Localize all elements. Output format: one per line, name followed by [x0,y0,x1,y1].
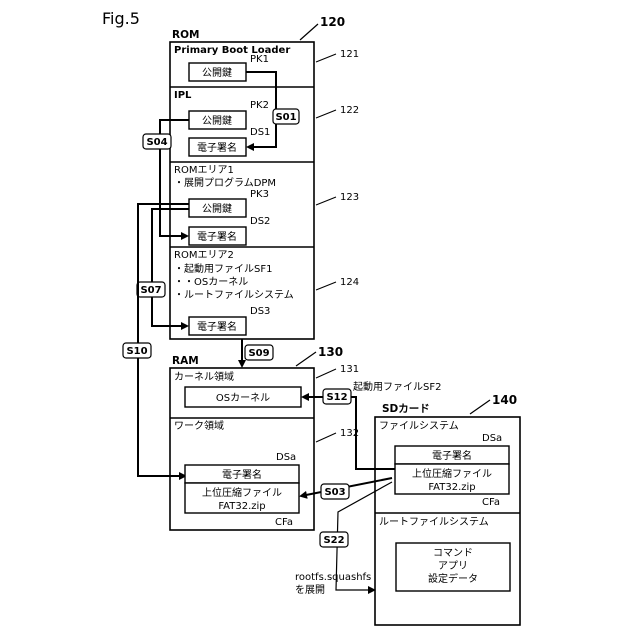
sd-file-line2: FAT32.zip [428,482,475,493]
step-s07: S07 [137,282,165,297]
step-s12: S12 [323,389,351,404]
svg-text:S22: S22 [323,535,344,546]
sd-ref: 140 [492,393,517,407]
arrow-s10 [138,204,189,476]
os-kernel-label: OSカーネル [216,392,270,404]
sd-cfa-tag: CFa [482,497,500,508]
boot-file-sf2-label: 起動用ファイルSF2 [353,380,441,393]
rom-ref-callout: 120 [300,15,345,40]
svg-text:S03: S03 [324,487,345,498]
rom-ref: 120 [320,15,345,29]
svg-text:S10: S10 [126,346,147,357]
step-s04: S04 [143,134,171,149]
step-s09: S09 [245,345,273,360]
sd-title: SDカード [382,403,430,415]
kernel-area-ref: 131 [340,364,359,375]
rom-area2-ref: 124 [340,277,359,288]
sd-dsa-tag: DSa [482,433,502,444]
rootfs-line2: アプリ [438,560,468,572]
rootfs-expand-line2: を展開 [295,584,325,596]
kernel-area-title: カーネル領域 [174,370,234,383]
ipl-title: IPL [174,90,192,101]
pbl-title: Primary Boot Loader [174,45,290,56]
rom-area2-title: ROMエリア2 [174,250,234,261]
ds1-tag: DS1 [250,127,270,138]
svg-text:S12: S12 [326,392,347,403]
rom-area1-title: ROMエリア1 [174,165,234,176]
rom-area1-ref: 123 [340,192,359,203]
rom-area1-line1: ・展開プログラムDPM [174,176,276,189]
ipl-signature: 電子署名 [197,141,237,154]
ram-title: RAM [172,355,199,367]
sd-file-line1: 上位圧縮ファイル [412,467,492,480]
ram-dsa-tag: DSa [276,452,296,463]
work-area-title: ワーク領域 [174,419,224,432]
rom-area2-signature: 電子署名 [197,320,237,333]
sd-ref-callout: 140 [470,393,517,414]
rom-area2-line3: ・ルートファイルシステム [174,289,294,301]
ipl-ref: 122 [340,105,359,116]
rom-title: ROM [172,29,199,41]
pk1-tag: PK1 [250,54,269,65]
ipl-public-key: 公開鍵 [202,114,232,127]
sd-rootfs-title: ルートファイルシステム [379,516,489,528]
rom-area2-line1: ・起動用ファイルSF1 [174,262,272,275]
ram-file-line1: 上位圧縮ファイル [202,486,282,499]
step-s03: S03 [321,484,349,499]
svg-text:S09: S09 [248,348,269,359]
svg-text:S01: S01 [275,112,296,123]
rootfs-expand-line1: rootfs.squashfs [295,572,371,583]
ram-ref: 130 [318,345,343,359]
ds3-tag: DS3 [250,306,270,317]
rom-area1-public-key: 公開鍵 [202,202,232,215]
pbl-public-key: 公開鍵 [202,66,232,79]
svg-text:S04: S04 [146,137,167,148]
ds2-tag: DS2 [250,216,270,227]
sd-signature: 電子署名 [432,449,472,462]
step-s10: S10 [123,343,151,358]
sd-fs-title: ファイルシステム [379,420,459,432]
ram-file-line2: FAT32.zip [218,501,265,512]
ram-ref-callout: 130 [296,345,343,366]
rom-area2-line2: ・・OSカーネル [174,276,248,288]
rootfs-line3: 設定データ [428,572,478,585]
rootfs-line1: コマンド [433,548,473,559]
pbl-ref: 121 [340,49,359,60]
step-s22: S22 [320,532,348,547]
ram-signature: 電子署名 [222,468,262,481]
rom-area1-signature: 電子署名 [197,230,237,243]
svg-text:S07: S07 [140,285,161,296]
step-s01: S01 [273,109,299,124]
pk3-tag: PK3 [250,189,269,200]
ram-cfa-tag: CFa [275,517,293,528]
pk2-tag: PK2 [250,100,269,111]
figure-label: Fig.5 [102,9,140,28]
